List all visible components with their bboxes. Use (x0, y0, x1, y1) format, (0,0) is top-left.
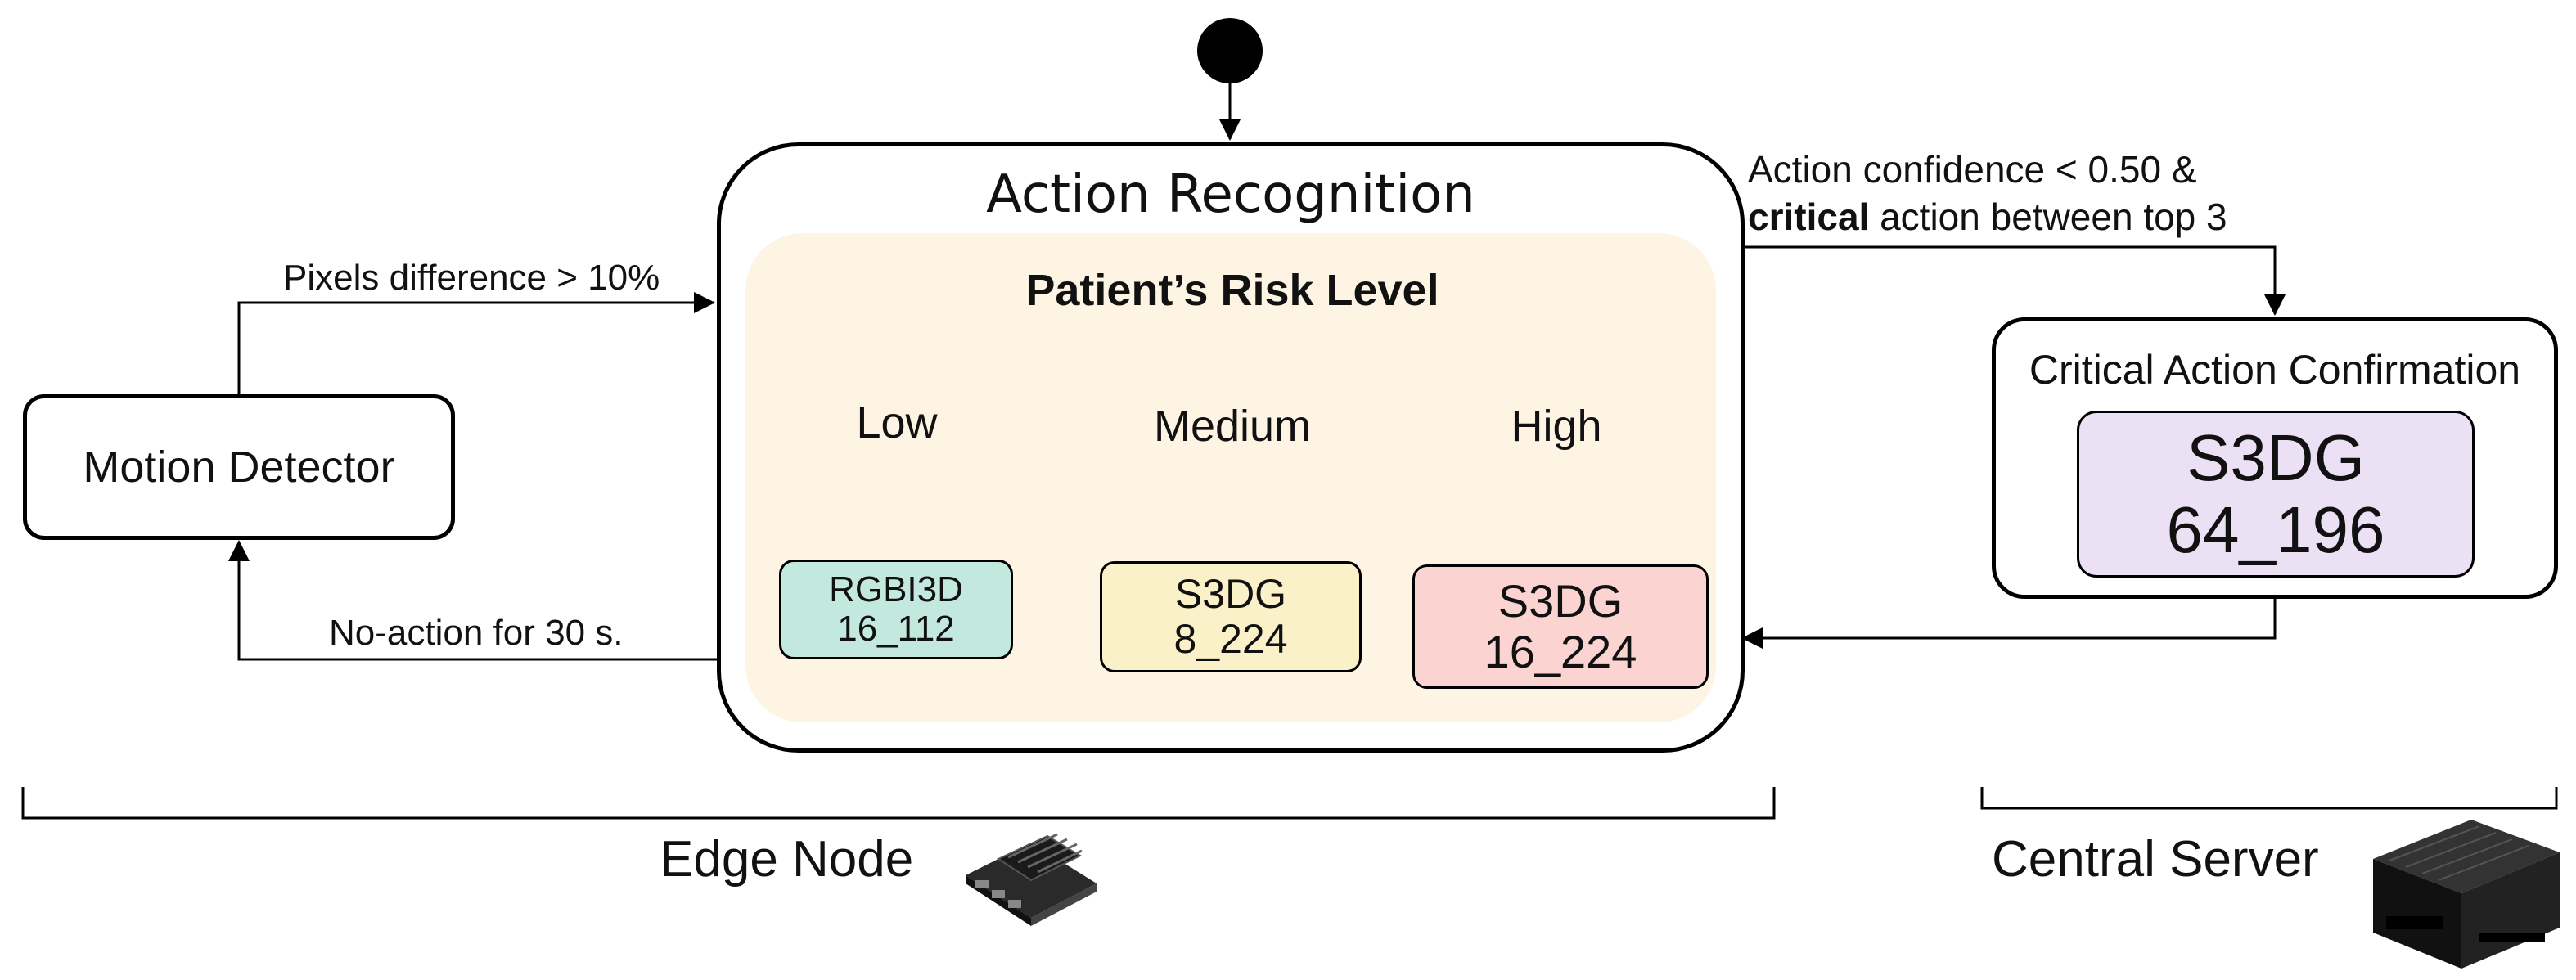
confidence-arrow (1743, 245, 2286, 316)
motion-detector-label: Motion Detector (83, 443, 395, 492)
central-server-label: Central Server (1992, 831, 2319, 888)
level-low-label: Low (856, 398, 938, 447)
model-low-config: 16_112 (837, 609, 955, 649)
edge-node-label: Edge Node (660, 831, 914, 888)
no-action-arrow (228, 540, 717, 661)
no-action-label: No-action for 30 s. (329, 613, 624, 653)
edge-device-icon (966, 833, 1097, 926)
model-high-config: 16_224 (1484, 626, 1637, 677)
pixels-difference-arrow (237, 292, 715, 394)
action-recognition-title: Action Recognition (986, 164, 1475, 225)
confidence-label-rest: action between top 3 (1869, 196, 2227, 238)
confidence-label-line1: Action confidence < 0.50 & (1748, 148, 2197, 191)
model-high-name: S3DG (1497, 575, 1624, 627)
critical-keyword: critical (1748, 196, 1870, 238)
server-device-icon (2373, 820, 2560, 969)
critical-action-title: Critical Action Confirmation (2029, 347, 2521, 393)
central-server-bracket (1980, 787, 2558, 810)
edge-node-bracket (21, 787, 1776, 820)
model-medium-config: 8_224 (1173, 616, 1288, 662)
level-high-label: High (1511, 402, 1602, 451)
model-critical-s3dg: S3DG 64_196 (2077, 411, 2475, 578)
confidence-label-line2: critical action between top 3 (1748, 198, 2227, 236)
initial-state-icon (1197, 18, 1263, 83)
model-low-name: RGBI3D (829, 569, 963, 609)
model-high-s3dg: S3DG 16_224 (1412, 564, 1709, 689)
model-low-rgbi3d: RGBI3D 16_112 (779, 560, 1013, 659)
motion-detector-state: Motion Detector (23, 394, 455, 540)
level-medium-label: Medium (1153, 402, 1312, 451)
pixels-difference-label: Pixels difference > 10% (283, 258, 660, 298)
model-critical-config: 64_196 (2166, 493, 2385, 566)
model-medium-s3dg: S3DG 8_224 (1100, 561, 1362, 672)
model-critical-name: S3DG (2186, 421, 2365, 494)
critical-return-arrow (1741, 599, 2277, 649)
risk-level-title: Patient’s Risk Level (1025, 266, 1439, 315)
model-medium-name: S3DG (1174, 571, 1287, 617)
